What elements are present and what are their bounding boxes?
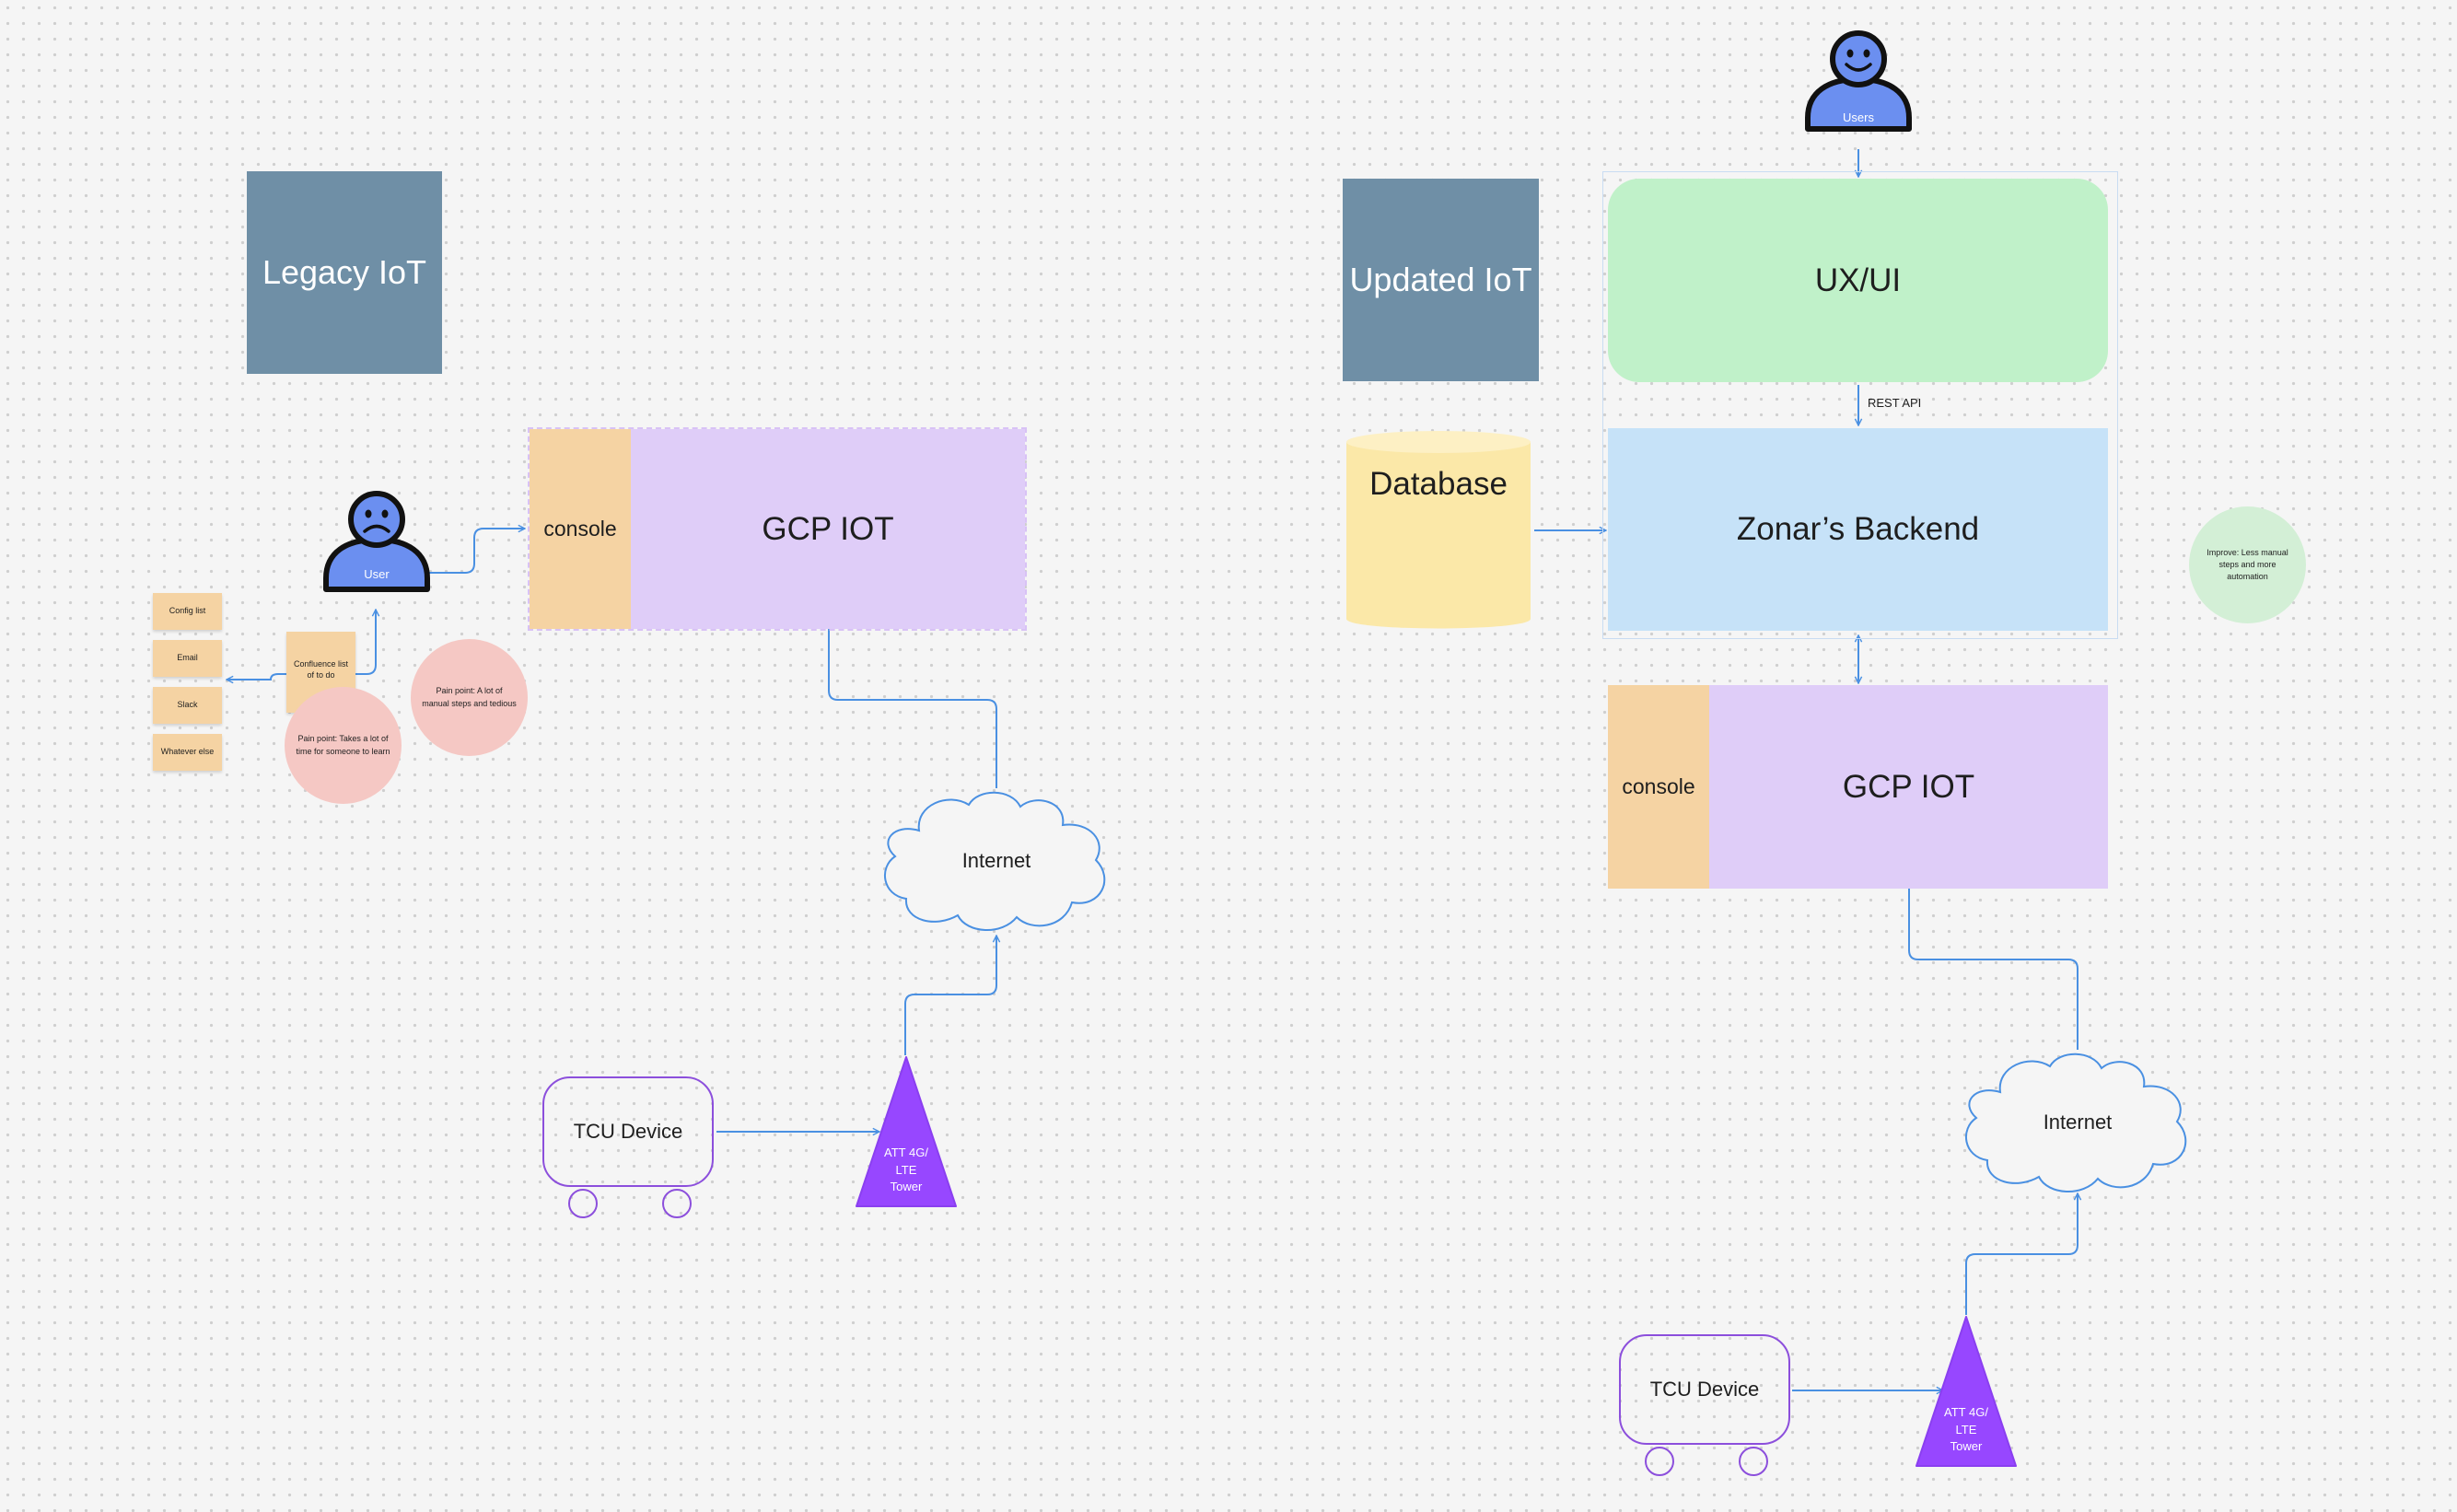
updated-gcp-iot-label: GCP IOT (1842, 768, 1975, 805)
confluence-todo-text: Confluence list of to do (293, 659, 349, 680)
updated-att-tower[interactable]: ATT 4G/ LTE Tower (1915, 1315, 2018, 1468)
uxui-block[interactable]: UX/UI (1608, 179, 2108, 382)
pain-point-learning-time[interactable]: Pain point: Takes a lot of time for some… (285, 687, 402, 804)
rest-api-label: REST API (1868, 396, 1922, 410)
database-cylinder[interactable]: Database (1345, 429, 1532, 634)
legacy-user-label: User (364, 567, 390, 581)
sticky-slack-text: Slack (177, 700, 198, 710)
zonar-backend-block[interactable]: Zonar’s Backend (1608, 428, 2108, 631)
legacy-internet-label: Internet (961, 849, 1031, 872)
database-label: Database (1369, 466, 1508, 502)
pain-point-manual-steps[interactable]: Pain point: A lot of manual steps and te… (411, 639, 528, 756)
sticky-config-list[interactable]: Config list (153, 593, 222, 630)
legacy-user-avatar[interactable]: User (322, 488, 431, 595)
legacy-console-block[interactable]: console (530, 429, 631, 629)
improve-note[interactable]: Improve: Less manual steps and more auto… (2189, 506, 2306, 623)
confluence-to-user-connector (355, 610, 376, 675)
user-to-console-connector (428, 529, 525, 574)
users-label: Users (1843, 110, 1874, 124)
sticky-slack[interactable]: Slack (153, 687, 222, 724)
legacy-tower-label: ATT 4G/ LTE Tower (884, 1145, 928, 1194)
updated-console-label: console (1622, 774, 1695, 798)
sad-user-icon (323, 491, 430, 592)
legacy-tcu-left-wheel (568, 1189, 598, 1218)
updated-tcu-device-body: TCU Device (1619, 1334, 1790, 1445)
uxui-label: UX/UI (1814, 262, 1902, 298)
tower-triangle-icon-updated (1916, 1316, 2017, 1467)
zonar-backend-label: Zonar’s Backend (1736, 511, 1980, 547)
pain-point-learning-time-text: Pain point: Takes a lot of time for some… (296, 734, 390, 756)
confluence-to-stickies-connector (227, 673, 287, 680)
legacy-tcu-device[interactable]: TCU Device (542, 1076, 717, 1220)
tower-to-internet-connector-updated (1965, 1193, 2078, 1315)
legacy-iot-title-card[interactable]: Legacy IoT (247, 171, 442, 374)
app-stack-frame (1602, 171, 2118, 639)
legacy-console-label: console (543, 517, 617, 541)
updated-internet-label: Internet (2043, 1111, 2113, 1134)
sticky-email[interactable]: Email (153, 640, 222, 677)
updated-tcu-device[interactable]: TCU Device (1619, 1334, 1794, 1478)
cloud-icon (884, 791, 1106, 931)
updated-console-block[interactable]: console (1608, 685, 1709, 889)
internet-to-gcp-connector-updated (1909, 869, 2079, 1050)
improve-note-text: Improve: Less manual steps and more auto… (2207, 547, 2288, 582)
updated-gcp-iot-block[interactable]: GCP IOT (1709, 685, 2108, 889)
users-avatar[interactable]: Users (1804, 28, 1913, 134)
legacy-tcu-device-label: TCU Device (573, 1120, 683, 1143)
legacy-gcp-iot-label: GCP IOT (762, 510, 894, 547)
updated-iot-title-card[interactable]: Updated IoT (1343, 179, 1539, 381)
sticky-whatever-else[interactable]: Whatever else (153, 734, 222, 771)
database-icon (1346, 431, 1531, 629)
sticky-whatever-else-text: Whatever else (160, 747, 215, 757)
updated-tcu-left-wheel (1645, 1447, 1674, 1476)
cloud-icon-updated (1965, 1053, 2187, 1192)
legacy-tcu-device-body: TCU Device (542, 1076, 714, 1187)
updated-tcu-device-label: TCU Device (1649, 1378, 1760, 1401)
pain-point-manual-steps-text: Pain point: A lot of manual steps and te… (422, 686, 517, 708)
updated-internet-cloud[interactable]: Internet (1958, 1044, 2197, 1201)
sticky-config-list-text: Config list (169, 606, 206, 616)
legacy-internet-cloud[interactable]: Internet (877, 783, 1116, 939)
legacy-tcu-right-wheel (662, 1189, 692, 1218)
tower-to-internet-connector (904, 936, 996, 1055)
happy-user-icon (1805, 30, 1912, 132)
legacy-iot-title: Legacy IoT (262, 253, 427, 291)
updated-iot-title: Updated IoT (1349, 261, 1532, 298)
tower-triangle-icon (856, 1056, 957, 1207)
legacy-gcp-iot-group[interactable]: console GCP IOT (528, 427, 1027, 631)
legacy-gcp-iot-block[interactable]: GCP IOT (631, 429, 1025, 629)
legacy-att-tower[interactable]: ATT 4G/ LTE Tower (855, 1055, 958, 1208)
sticky-email-text: Email (177, 653, 198, 663)
internet-to-gcp-connector (829, 611, 997, 788)
updated-tcu-right-wheel (1739, 1447, 1768, 1476)
updated-tower-label: ATT 4G/ LTE Tower (1944, 1404, 1988, 1454)
